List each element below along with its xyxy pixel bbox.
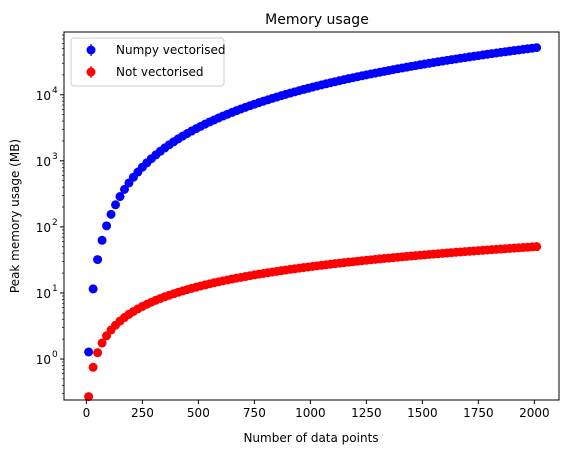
x-tick-label: 1250 [351,406,382,420]
y-tick-label: 10 [36,155,51,169]
x-tick-label: 0 [83,406,91,420]
legend-box [70,37,225,87]
y-tick-label: 10 [36,353,51,367]
x-axis: 0 250 500 750 1000 1250 1500 1750 2000 [83,400,550,420]
y-axis-label: Peak memory usage (MB) [8,139,22,293]
legend-label: Not vectorised [116,65,204,79]
y-tick-exponent: 3 [52,152,58,162]
data-point [111,200,121,210]
data-point [84,392,94,402]
y-tick-label: 10 [36,287,51,301]
y-tick-exponent: 1 [52,284,58,294]
y-tick-exponent: 0 [52,350,58,360]
x-tick-label: 750 [243,406,266,420]
x-tick-label: 1000 [295,406,326,420]
y-tick-exponent: 4 [52,86,58,96]
data-point [532,242,542,252]
data-point [88,284,98,294]
plot-area [84,43,542,402]
x-tick-label: 2000 [519,406,550,420]
y-tick-label: 10 [36,89,51,103]
legend-label: Numpy vectorised [116,43,225,57]
data-point [97,338,107,348]
x-tick-label: 500 [187,406,210,420]
x-tick-label: 1750 [463,406,494,420]
x-tick-label: 1500 [407,406,438,420]
x-tick-label: 250 [131,406,154,420]
legend-marker [86,45,96,55]
legend-marker [86,67,96,77]
chart-title: Memory usage [265,12,369,28]
data-point [93,255,103,265]
x-axis-label: Number of data points [243,431,378,445]
data-point [93,348,103,358]
data-point [88,362,98,372]
data-point [119,184,129,194]
data-point [97,235,107,245]
y-tick-exponent: 2 [52,218,58,228]
data-point [84,347,94,357]
data-point [106,209,116,219]
data-point [102,221,112,231]
y-tick-label: 10 [36,221,51,235]
data-point [532,43,542,53]
data-point [115,192,125,202]
plot-frame [63,31,560,401]
